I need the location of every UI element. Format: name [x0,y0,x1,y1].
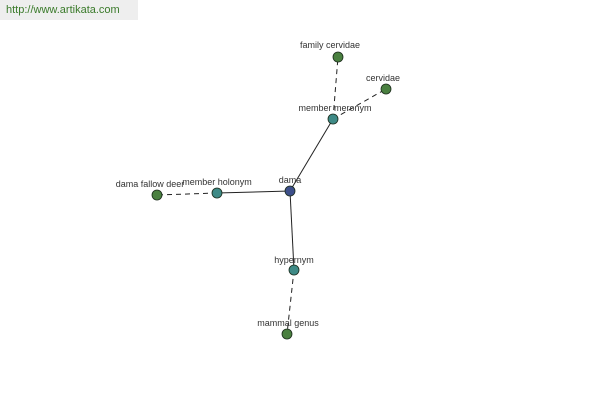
node-label-hypernym[interactable]: hypernym [274,255,314,265]
edge-dama-to-member-holonym [216,190,291,194]
edges-layer [156,56,387,335]
node-dama-fallow-deer[interactable] [151,189,163,201]
edge-member-holonym-to-dama-fallow-deer [156,192,218,196]
edge-dama-to-hypernym [289,190,295,271]
node-label-family-cervidae[interactable]: family cervidae [300,40,360,50]
node-member-holonym[interactable] [211,187,223,199]
edge-member-meronym-to-family-cervidae [332,56,339,120]
node-label-cervidae[interactable]: cervidae [366,73,400,83]
node-hypernym[interactable] [288,264,300,276]
node-family-cervidae[interactable] [332,51,344,63]
node-cervidae[interactable] [380,83,392,95]
nodes-layer [151,51,392,340]
node-label-mammal-genus[interactable]: mammal genus [257,318,319,328]
labels-layer: dama member meronym family cervidae cervida… [116,40,400,328]
edge-dama-to-member-meronym [289,118,334,192]
edge-member-meronym-to-cervidae [332,88,387,120]
node-dama[interactable] [284,185,296,197]
node-label-dama[interactable]: dama [279,175,302,185]
site-url[interactable]: http://www.artikata.com [0,0,138,20]
node-label-dama-fallow-deer[interactable]: dama fallow deer [116,179,185,189]
node-member-meronym[interactable] [327,113,339,125]
node-mammal-genus[interactable] [281,328,293,340]
node-label-member-meronym[interactable]: member meronym [298,103,371,113]
node-label-member-holonym[interactable]: member holonym [182,177,252,187]
edge-hypernym-to-mammal-genus [286,269,295,335]
